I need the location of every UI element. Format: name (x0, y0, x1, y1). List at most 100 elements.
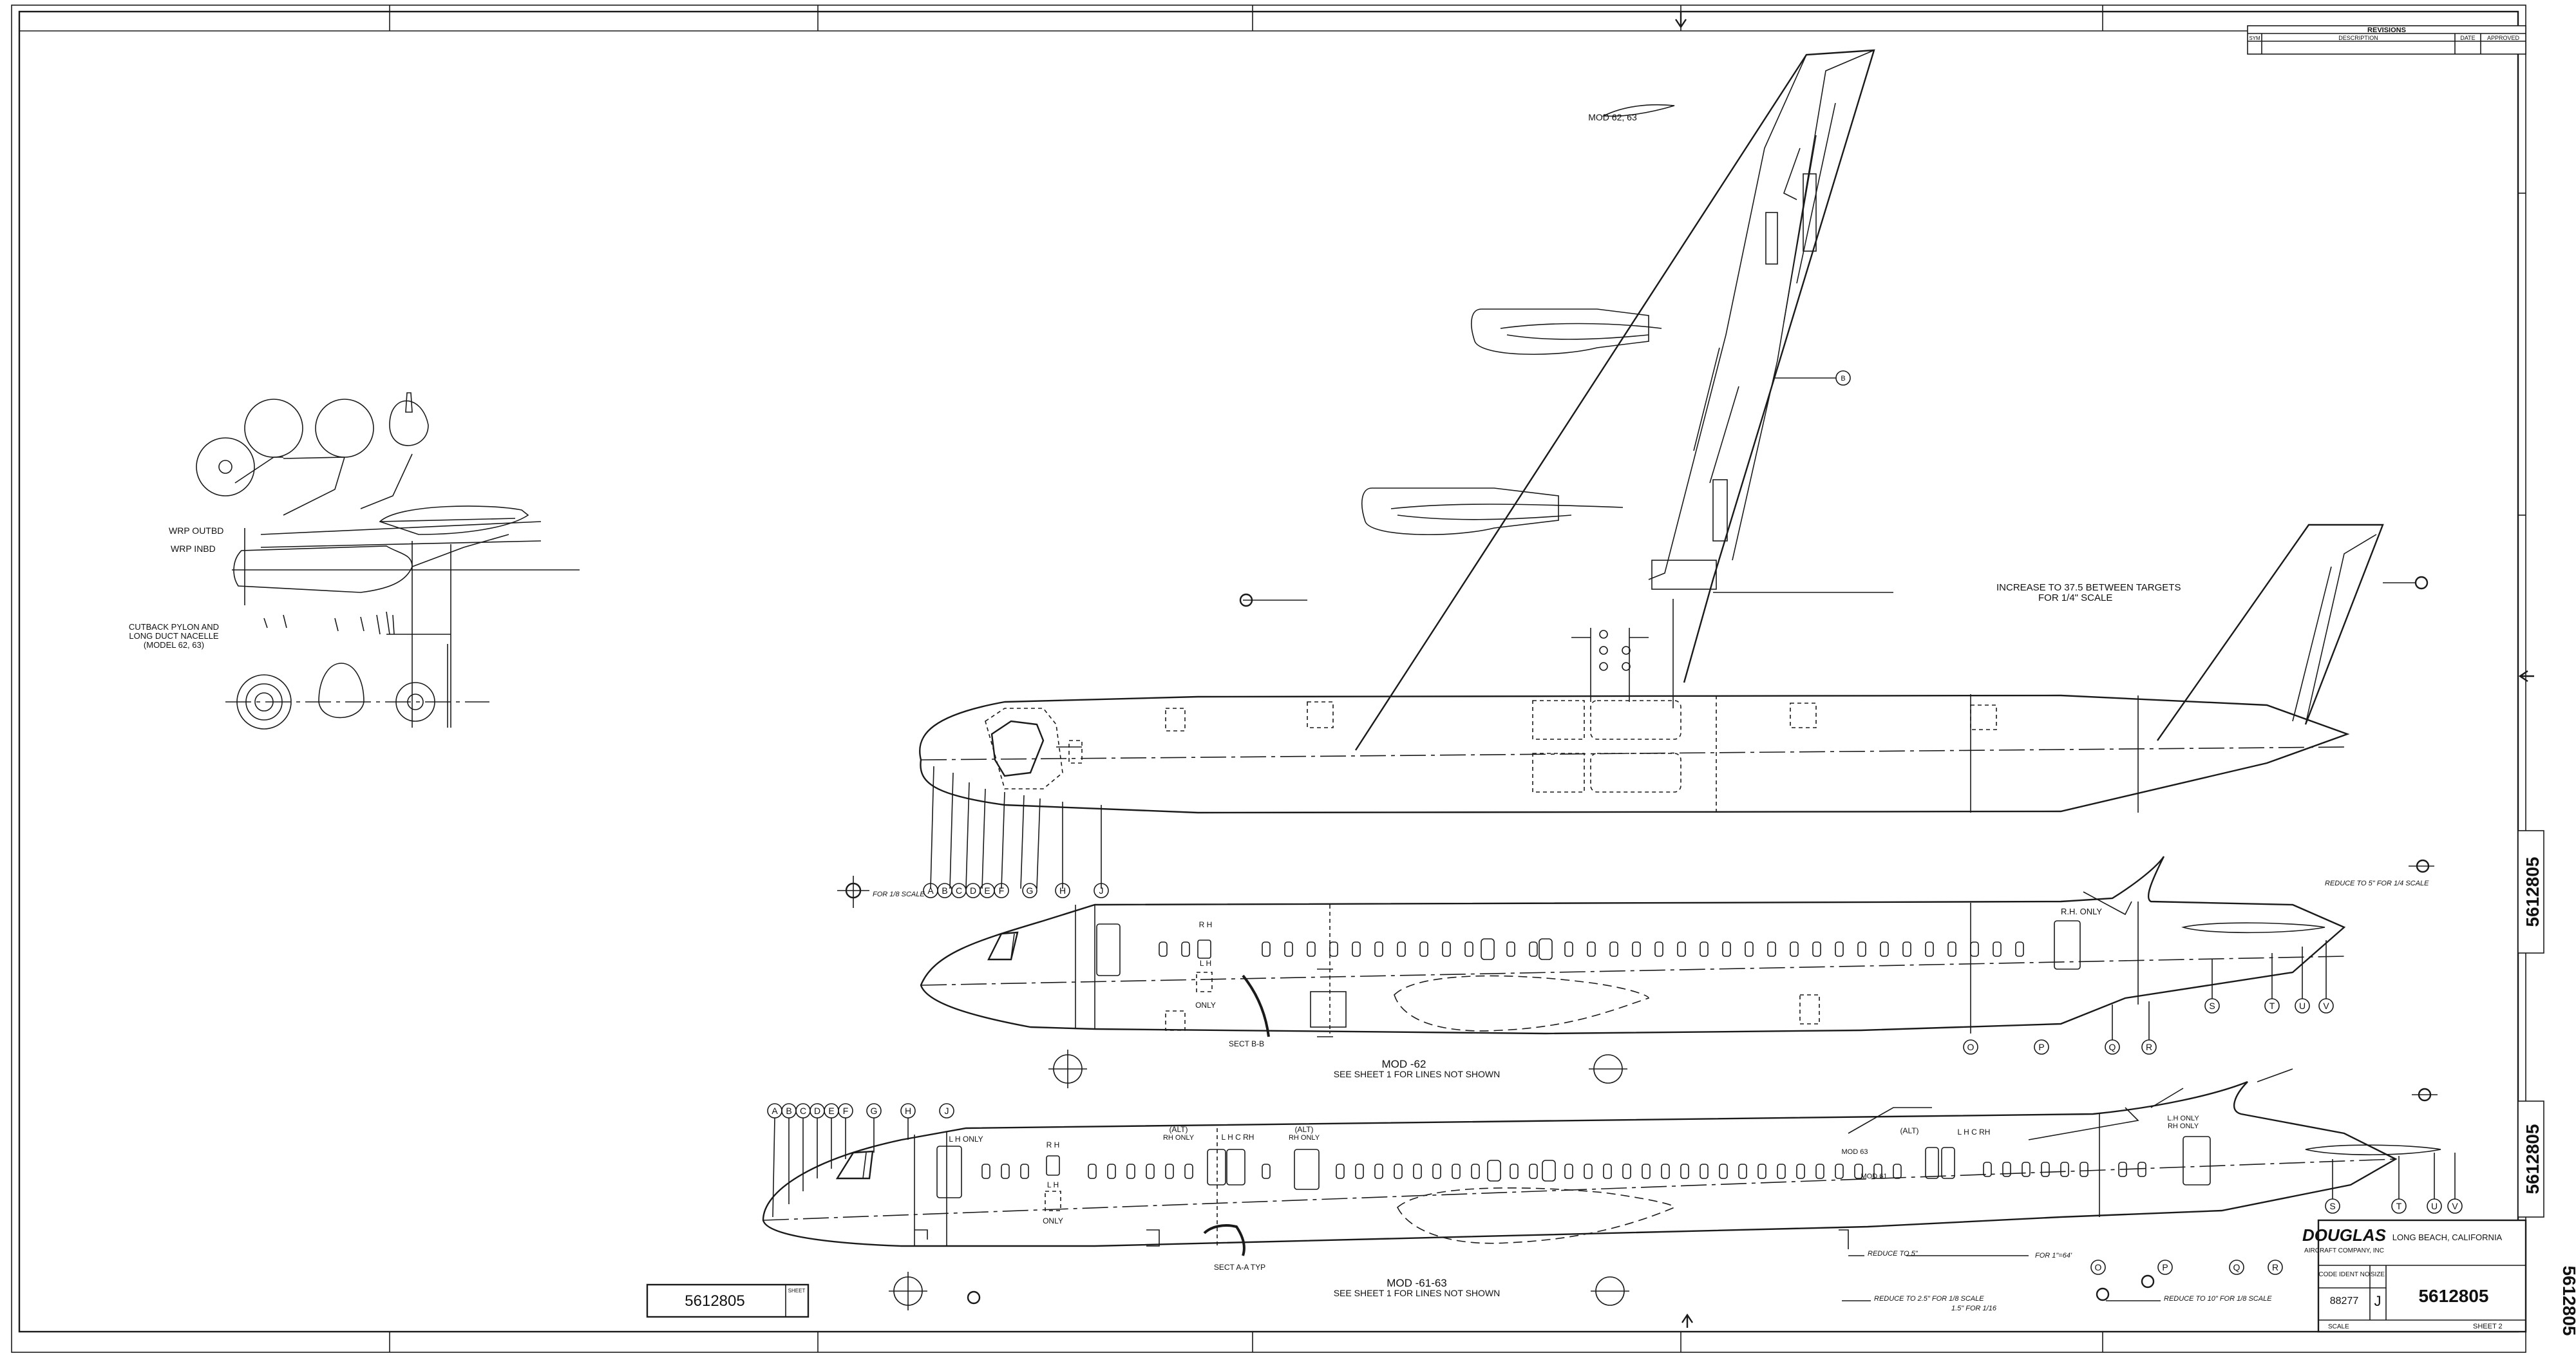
mod62-lh-label: L H (1200, 959, 1211, 968)
note-reduce-10: REDUCE TO 10" FOR 1/8 SCALE (2164, 1295, 2272, 1303)
right-edge-numbers: 5612805 5612805 5612805 (2517, 830, 2576, 1336)
code-ident-value: 88277 (2330, 1296, 2359, 1307)
mod61-side-view: A B C D E F G H J O P Q R S T U V (762, 1068, 2463, 1312)
svg-text:T: T (2396, 1201, 2402, 1211)
wing-outline (1354, 49, 1875, 751)
mod61-mod63-label: MOD 63 (1842, 1148, 1868, 1156)
mod62-only-label: ONLY (1195, 1001, 1216, 1010)
label-cutback-line3: (MODEL 62, 63) (144, 640, 204, 650)
right-number-a: 5612805 (2523, 856, 2543, 927)
svg-text:U: U (2299, 1001, 2306, 1011)
svg-text:F: F (843, 1106, 849, 1116)
mod61-subtitle: SEE SHEET 1 FOR LINES NOT SHOWN (1334, 1288, 1501, 1298)
company-location: LONG BEACH, CALIFORNIA (2392, 1232, 2503, 1242)
mod61-fuselage-outline (762, 1081, 2398, 1247)
mod61-lh-c-rh: L H C RH (1222, 1133, 1255, 1142)
note-for-1-64: FOR 1"=64' (2035, 1252, 2072, 1260)
fuselage-top-outline (919, 694, 2350, 814)
sheet-number: SHEET 2 (2473, 1323, 2503, 1330)
mod62-title: MOD -62 (1382, 1058, 1426, 1070)
label-wrp-inbd: WRP INBD (171, 543, 216, 554)
svg-text:A: A (927, 885, 934, 896)
code-ident-label: CODE IDENT NO (2318, 1271, 2369, 1278)
note-reduce-to-5: REDUCE TO 5" (1868, 1250, 1918, 1258)
svg-text:D: D (814, 1106, 820, 1116)
revisions-col-date: DATE (2460, 35, 2475, 41)
note-reduce-25b: 1.5" FOR 1/16 (1951, 1305, 1997, 1312)
svg-text:G: G (1027, 885, 1034, 896)
mod61-title: MOD -61-63 (1387, 1277, 1447, 1289)
bottom-drawing-number: 5612805 (685, 1292, 744, 1310)
mod61-lh-only-rear: L.H ONLY (2167, 1115, 2199, 1122)
svg-text:H: H (1059, 885, 1066, 896)
bottom-sheet-label: SHEET (788, 1288, 806, 1294)
svg-text:J: J (945, 1106, 949, 1116)
note-reduce-scale: REDUCE TO 5" FOR 1/4 SCALE (2325, 880, 2429, 887)
sheet-border (11, 5, 2534, 1353)
note-increase-line2: FOR 1/4" SCALE (2038, 592, 2112, 603)
mod61-alt-label: (ALT) (1169, 1125, 1188, 1134)
mod61-lh-only-label: L H ONLY (949, 1135, 983, 1144)
company-logo: DOUGLAS (2302, 1225, 2387, 1245)
mod62-rh-only-label: R.H. ONLY (2061, 907, 2102, 916)
mod61-lh-label: L H (1047, 1180, 1059, 1189)
svg-text:V: V (2452, 1201, 2458, 1211)
mod61-alt3-label: (ALT) (1900, 1126, 1918, 1135)
svg-text:V: V (2323, 1001, 2329, 1011)
nacelle-detail: WRP OUTBD WRP INBD CUTBACK PYLON AND LON… (129, 392, 580, 730)
svg-text:S: S (2329, 1201, 2335, 1211)
mod62-windows (1159, 938, 2024, 960)
svg-text:O: O (2095, 1262, 2102, 1272)
station-leaders (930, 766, 1102, 889)
airfoil-section (1602, 104, 1675, 117)
mod62-side-view: A B C D E F G H J O P Q R S T U V (837, 856, 2434, 1088)
mod61-rh-only-rear: RH ONLY (2168, 1122, 2199, 1130)
tail-fin-plan (2157, 524, 2384, 741)
right-number-b: 5612805 (2523, 1124, 2543, 1194)
mod61-mod61-label: MOD 61 (1861, 1173, 1888, 1180)
revisions-title: REVISIONS (2367, 26, 2406, 34)
svg-text:C: C (800, 1106, 806, 1116)
mod62-sect-bb-label: SECT B-B (1229, 1039, 1264, 1048)
svg-text:B: B (786, 1106, 791, 1116)
edge-number: 5612805 (2559, 1265, 2576, 1336)
mod61-only-label: ONLY (1043, 1216, 1063, 1225)
svg-text:P: P (2162, 1262, 2168, 1272)
svg-text:Q: Q (2233, 1262, 2240, 1272)
svg-text:Q: Q (2109, 1042, 2116, 1052)
revisions-col-description: DESCRIPTION (2338, 35, 2378, 41)
svg-text:H: H (905, 1106, 911, 1116)
label-cutback-line2: LONG DUCT NACELLE (129, 631, 219, 641)
plan-view: B MOD 62, 63 INCREASE TO 37.5 BETWEEN TA… (919, 49, 2429, 814)
note-reduce-25: REDUCE TO 2.5" FOR 1/8 SCALE (1874, 1295, 1984, 1303)
svg-text:A: A (772, 1106, 778, 1116)
bottom-number-box: 5612805 SHEET (646, 1283, 810, 1318)
svg-text:E: E (984, 885, 990, 896)
label-cutback-line1: CUTBACK PYLON AND (129, 622, 219, 632)
mod61-sect-aa-label: SECT A-A TYP (1214, 1263, 1265, 1272)
mod61-rh-only2: RH ONLY (1289, 1134, 1320, 1142)
svg-text:G: G (871, 1106, 878, 1116)
mod61-windows (981, 1160, 2146, 1182)
mod61-rh-label: R H (1046, 1140, 1060, 1149)
label-wrp-outbd: WRP OUTBD (169, 525, 223, 536)
mod62-rh-label: R H (1199, 920, 1213, 929)
svg-text:S: S (2209, 1001, 2215, 1011)
svg-text:E: E (828, 1106, 834, 1116)
mod61-rh-only-small: RH ONLY (1163, 1134, 1195, 1142)
scale-label: SCALE (2328, 1323, 2349, 1330)
mod62-fuselage-outline (920, 856, 2346, 1035)
revisions-col-sym: SYM (2249, 35, 2260, 41)
svg-text:C: C (956, 885, 962, 896)
svg-text:F: F (999, 885, 1005, 896)
svg-text:J: J (1099, 885, 1104, 896)
mod62-subtitle: SEE SHEET 1 FOR LINES NOT SHOWN (1334, 1069, 1501, 1079)
svg-text:R: R (2272, 1262, 2278, 1272)
mod61-lh-c-rh2: L H C RH (1958, 1128, 1991, 1137)
title-block: DOUGLAS AIRCRAFT COMPANY, INC LONG BEACH… (2302, 1219, 2527, 1333)
svg-text:O: O (1967, 1042, 1975, 1052)
revisions-block: REVISIONS SYM DESCRIPTION DATE APPROVED (2247, 25, 2526, 55)
note-mod-62-63: MOD 62, 63 (1588, 112, 1637, 122)
